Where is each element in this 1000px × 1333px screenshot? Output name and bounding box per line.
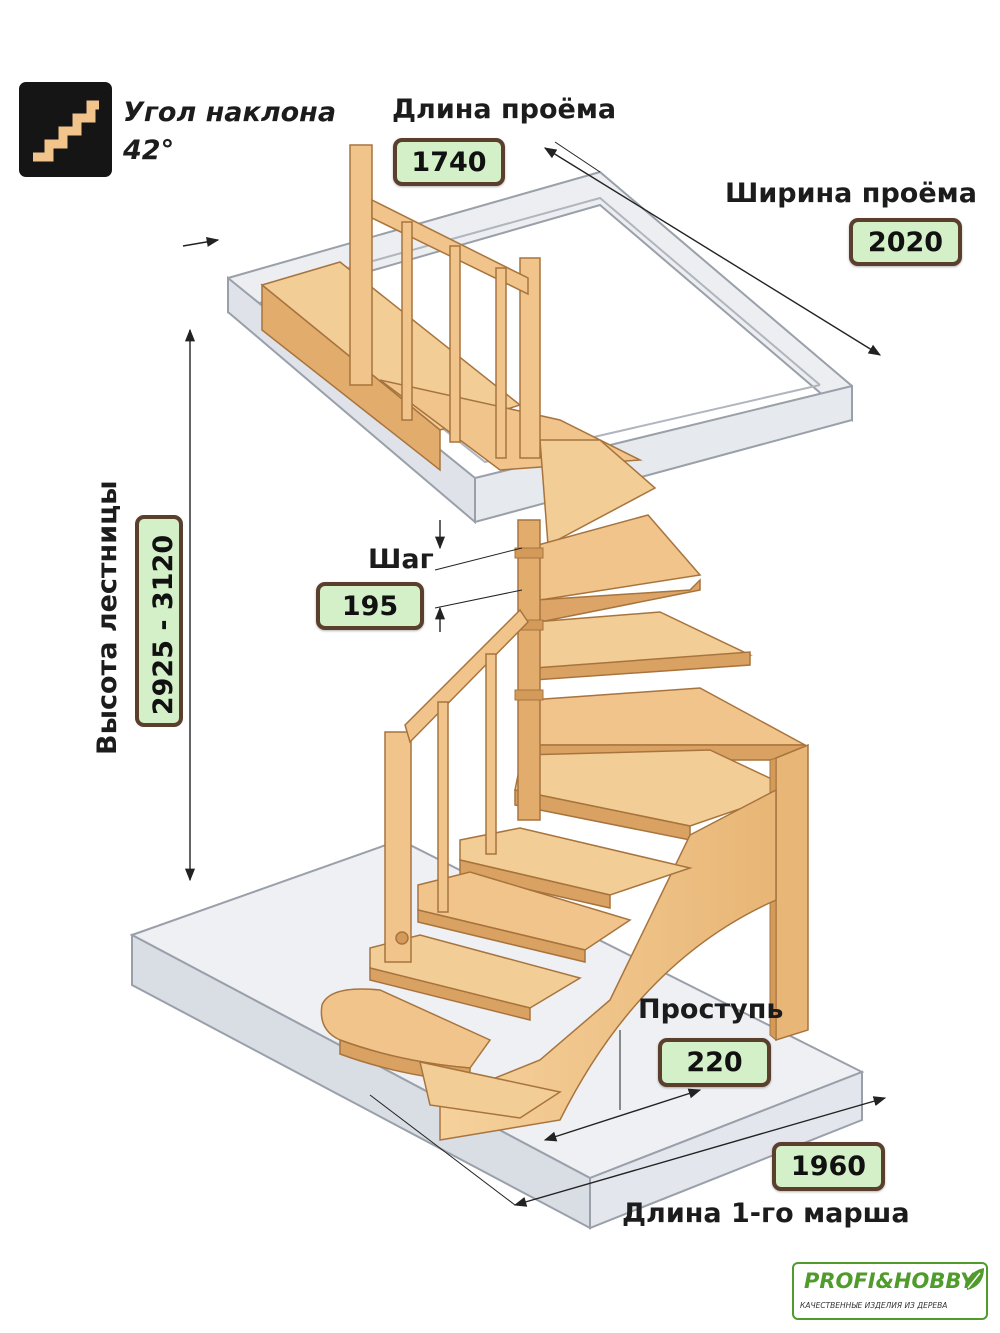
opening-length-value: 1740 <box>393 138 505 186</box>
opening-width-value: 2020 <box>849 218 962 266</box>
leaf-icon <box>966 1268 984 1290</box>
step-label: Шаг <box>368 544 434 575</box>
opening-length-label: Длина проёма <box>392 94 617 125</box>
first-flight-value: 1960 <box>772 1142 885 1191</box>
angle-label: Угол наклона 42° <box>123 94 336 171</box>
stringer <box>439 788 777 1141</box>
stair-height-box: 2925 - 3120 <box>135 515 183 727</box>
step-value: 195 <box>316 582 424 630</box>
dimension-lines <box>182 141 887 1207</box>
stair-height-value: 2925 - 3120 <box>148 534 179 716</box>
newel-column <box>514 519 544 821</box>
tread-value: 220 <box>658 1038 771 1087</box>
brand-name: PROFI&HOBBY <box>804 1269 976 1293</box>
angle-value: 42° <box>123 135 175 167</box>
lower-railing <box>384 608 529 963</box>
upper-railing <box>349 144 541 459</box>
opening-width-label: Ширина проёма <box>725 178 977 209</box>
brand-tagline: КАЧЕСТВЕННЫЕ ИЗДЕЛИЯ ИЗ ДЕРЕВА <box>800 1301 948 1310</box>
upper-winder-steps <box>514 439 806 841</box>
first-flight-label: Длина 1-го марша <box>622 1198 910 1229</box>
stair-height-label: Высота лестницы <box>92 480 123 755</box>
angle-title: Угол наклона <box>123 97 337 128</box>
tread-label: Проступь <box>638 994 784 1025</box>
stairs-icon <box>19 82 112 177</box>
brand-logo: PROFI&HOBBY КАЧЕСТВЕННЫЕ ИЗДЕЛИЯ ИЗ ДЕРЕ… <box>792 1262 988 1320</box>
